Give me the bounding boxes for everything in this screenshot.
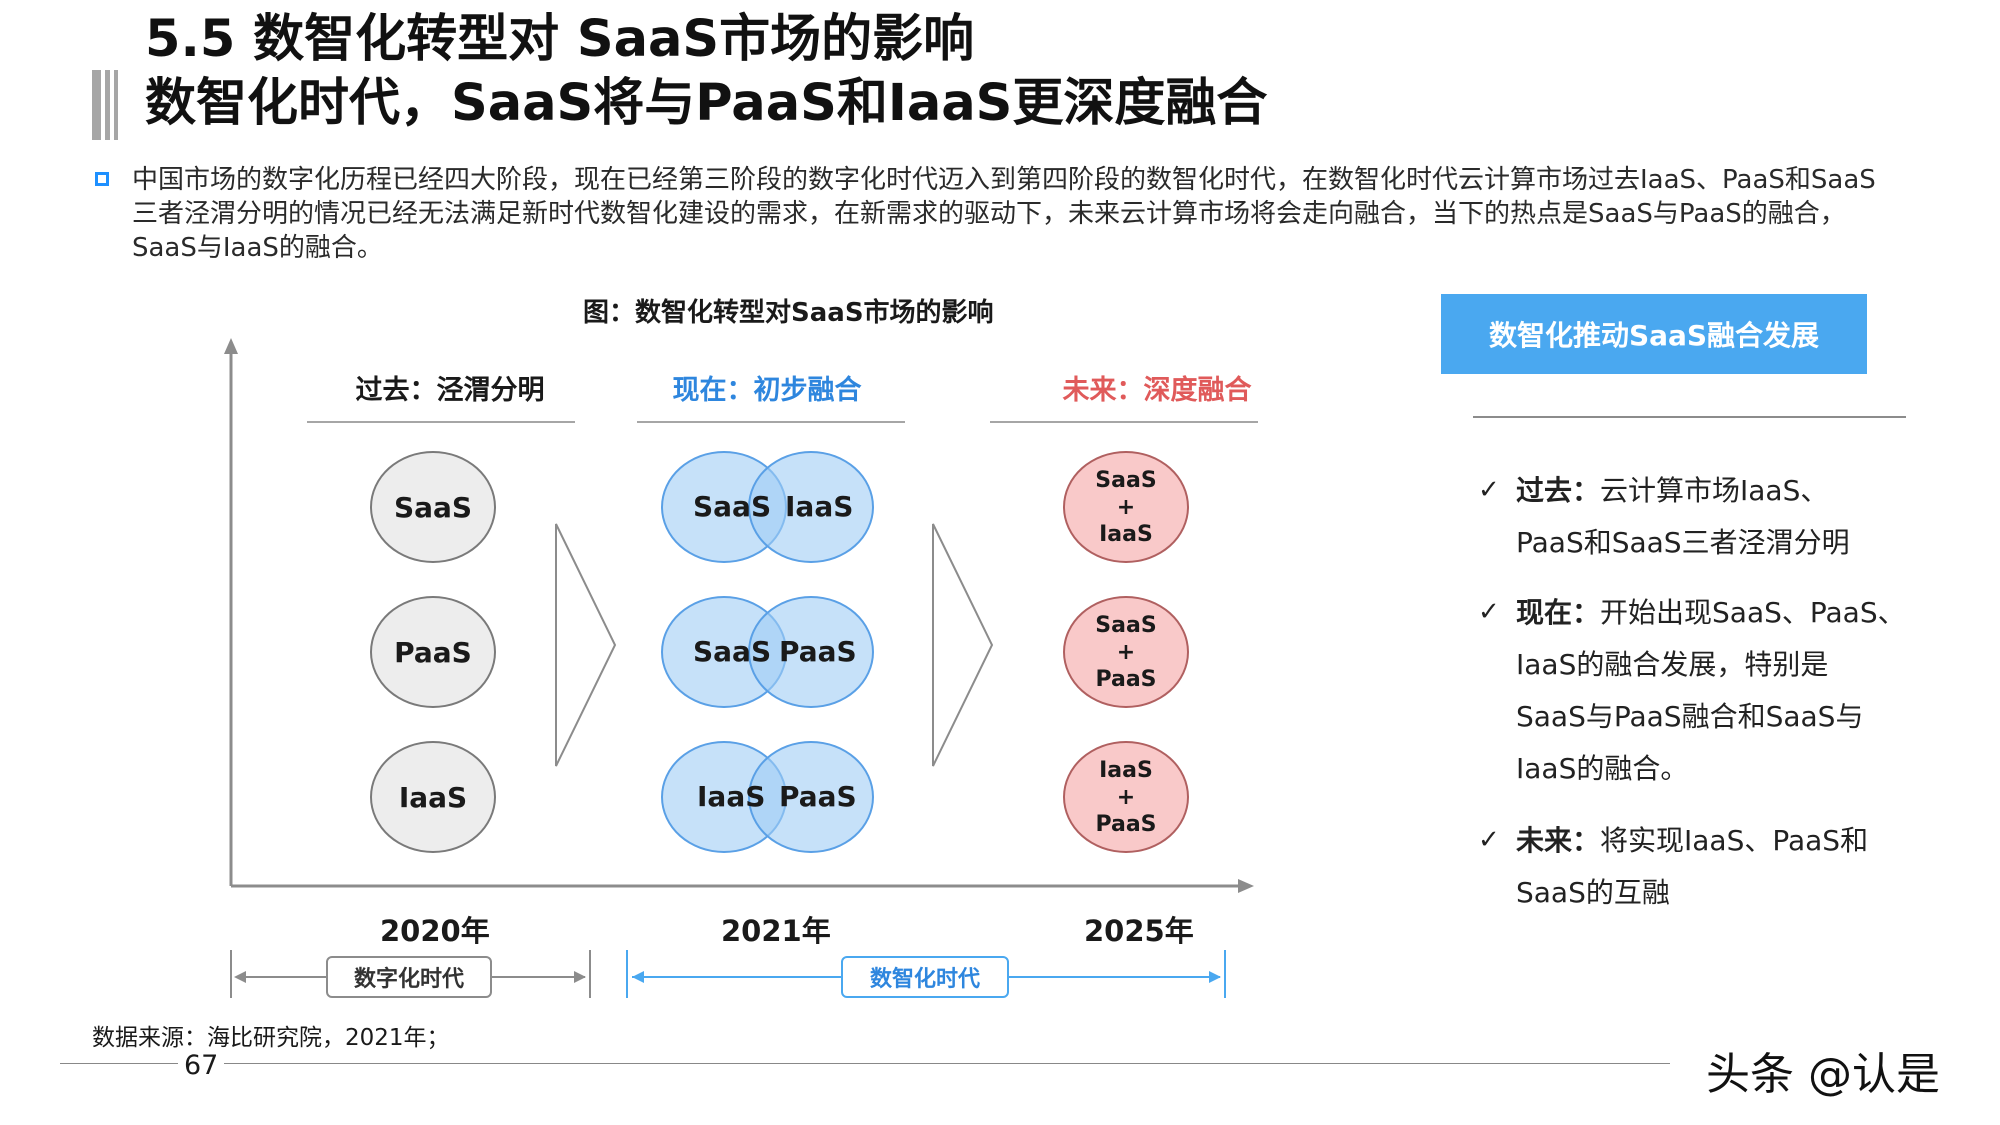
check-icon: ✓ (1478, 475, 1500, 505)
data-source: 数据来源：海比研究院，2021年； (92, 1025, 450, 1051)
present-label: SaaS (693, 490, 772, 523)
present-label: SaaS (693, 635, 772, 668)
intelligent-era-label: 数智化时代 (841, 956, 1009, 998)
panel-item-head: 未来： (1516, 824, 1601, 857)
intro-paragraph: 中国市场的数字化历程已经四大阶段，现在已经第三阶段的数字化时代迈入到第四阶段的数… (132, 165, 1876, 263)
future-saas-paas-circle: SaaS + PaaS (1063, 596, 1189, 708)
chevron-right-icon (932, 523, 994, 767)
digital-era-label: 数字化时代 (326, 956, 492, 998)
future-label: IaaS (1099, 757, 1153, 783)
figure-title: 图：数智化转型对SaaS市场的影响 (583, 298, 994, 328)
title-decoration (92, 70, 122, 140)
panel-divider (1473, 416, 1906, 418)
x-axis-arrow-icon (1238, 879, 1254, 893)
watermark-text: 头条 @认是 (1698, 1038, 1948, 1102)
present-circle-right (748, 451, 874, 563)
future-label: PaaS (1095, 666, 1157, 692)
year-2025: 2025年 (1084, 914, 1194, 948)
title-line-2: 数智化时代，SaaS将与PaaS和IaaS更深度融合 (145, 74, 1268, 133)
present-label: PaaS (779, 780, 857, 813)
stage-underline (990, 421, 1258, 423)
panel-item-present: 现在：开始出现SaaS、PaaS、 IaaS的融合发展，特别是 SaaS与Paa… (1516, 596, 1906, 785)
panel-item-future: 未来：将实现IaaS、PaaS和 SaaS的互融 (1516, 824, 1869, 909)
square-bullet-icon (95, 172, 109, 186)
check-icon: ✓ (1478, 825, 1500, 855)
stage-header-present: 现在：初步融合 (672, 375, 862, 406)
page-number: 67 (178, 1050, 225, 1081)
future-iaas-paas-circle: IaaS + PaaS (1063, 741, 1189, 853)
panel-banner: 数智化推动SaaS融合发展 (1441, 294, 1867, 374)
y-axis-arrow-icon (224, 338, 238, 354)
future-label: SaaS (1095, 612, 1157, 638)
plus-icon: + (1116, 639, 1136, 665)
panel-item-head: 过去： (1516, 474, 1601, 507)
future-label: IaaS (1099, 521, 1153, 547)
future-saas-iaas-circle: SaaS + IaaS (1063, 451, 1189, 563)
stage-underline (637, 421, 905, 423)
plus-icon: + (1116, 784, 1136, 810)
panel-item-head: 现在： (1516, 596, 1601, 629)
stage-header-future: 未来：深度融合 (1062, 375, 1252, 406)
panel-item-past: 过去：云计算市场IaaS、 PaaS和SaaS三者泾渭分明 (1516, 474, 1850, 559)
present-label: IaaS (785, 490, 854, 523)
chevron-right-icon (555, 523, 617, 767)
present-circle-right (748, 741, 874, 853)
present-circle-right (748, 596, 874, 708)
check-icon: ✓ (1478, 597, 1500, 627)
stage-header-past: 过去：泾渭分明 (355, 375, 545, 406)
future-label: SaaS (1095, 467, 1157, 493)
stage-underline (307, 421, 575, 423)
present-label: IaaS (697, 780, 766, 813)
future-label: PaaS (1095, 811, 1157, 837)
footer-divider (60, 1063, 1670, 1064)
title-line-1: 5.5 数智化转型对 SaaS市场的影响 (145, 10, 975, 69)
past-paas-circle: PaaS (370, 596, 496, 708)
past-saas-circle: SaaS (370, 451, 496, 563)
past-iaas-circle: IaaS (370, 741, 496, 853)
present-label: PaaS (779, 635, 857, 668)
plus-icon: + (1116, 494, 1136, 520)
year-2020: 2020年 (380, 914, 490, 948)
year-2021: 2021年 (721, 914, 831, 948)
